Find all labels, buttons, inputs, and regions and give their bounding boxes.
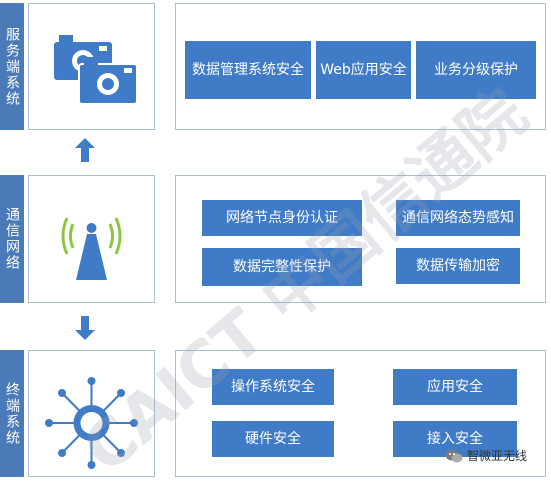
network-content-panel: 网络节点身份认证 通信网络态势感知 数据完整性保护 数据传输加密 — [175, 175, 546, 303]
data-management-security-box: 数据管理系统安全 — [185, 41, 311, 99]
wechat-account-name: 智微亚无线 — [467, 449, 528, 463]
business-protection-box: 业务分级保护 — [416, 41, 536, 99]
app-security-box: 应用安全 — [393, 369, 517, 405]
arrow-down-icon — [75, 316, 95, 340]
hardware-security-box: 硬件安全 — [212, 421, 334, 457]
service-content-panel: 数据管理系统安全 Web应用安全 业务分级保护 — [175, 3, 546, 130]
os-security-box: 操作系统安全 — [212, 369, 334, 405]
service-layer-label: 服务端系统 — [0, 3, 24, 130]
hub-node-icon — [45, 377, 138, 469]
antenna-tower-icon — [61, 217, 122, 280]
terminal-icon-panel — [28, 350, 155, 477]
arrow-up-icon — [75, 138, 95, 162]
node-authentication-box: 网络节点身份认证 — [202, 200, 362, 236]
data-encryption-box: 数据传输加密 — [396, 248, 520, 284]
terminal-content-panel: 操作系统安全 应用安全 硬件安全 接入安全 — [175, 350, 546, 477]
network-layer-label: 通信网络 — [0, 175, 24, 303]
camera-icon — [54, 35, 138, 105]
data-integrity-box: 数据完整性保护 — [202, 248, 362, 286]
web-app-security-box: Web应用安全 — [316, 41, 411, 99]
wechat-icon — [445, 449, 463, 462]
wechat-account-badge: 智微亚无线 — [445, 447, 527, 464]
service-icon-panel — [28, 3, 155, 130]
network-icon-panel — [28, 175, 155, 303]
terminal-layer-label: 终端系统 — [0, 350, 24, 477]
situation-awareness-box: 通信网络态势感知 — [396, 200, 520, 236]
